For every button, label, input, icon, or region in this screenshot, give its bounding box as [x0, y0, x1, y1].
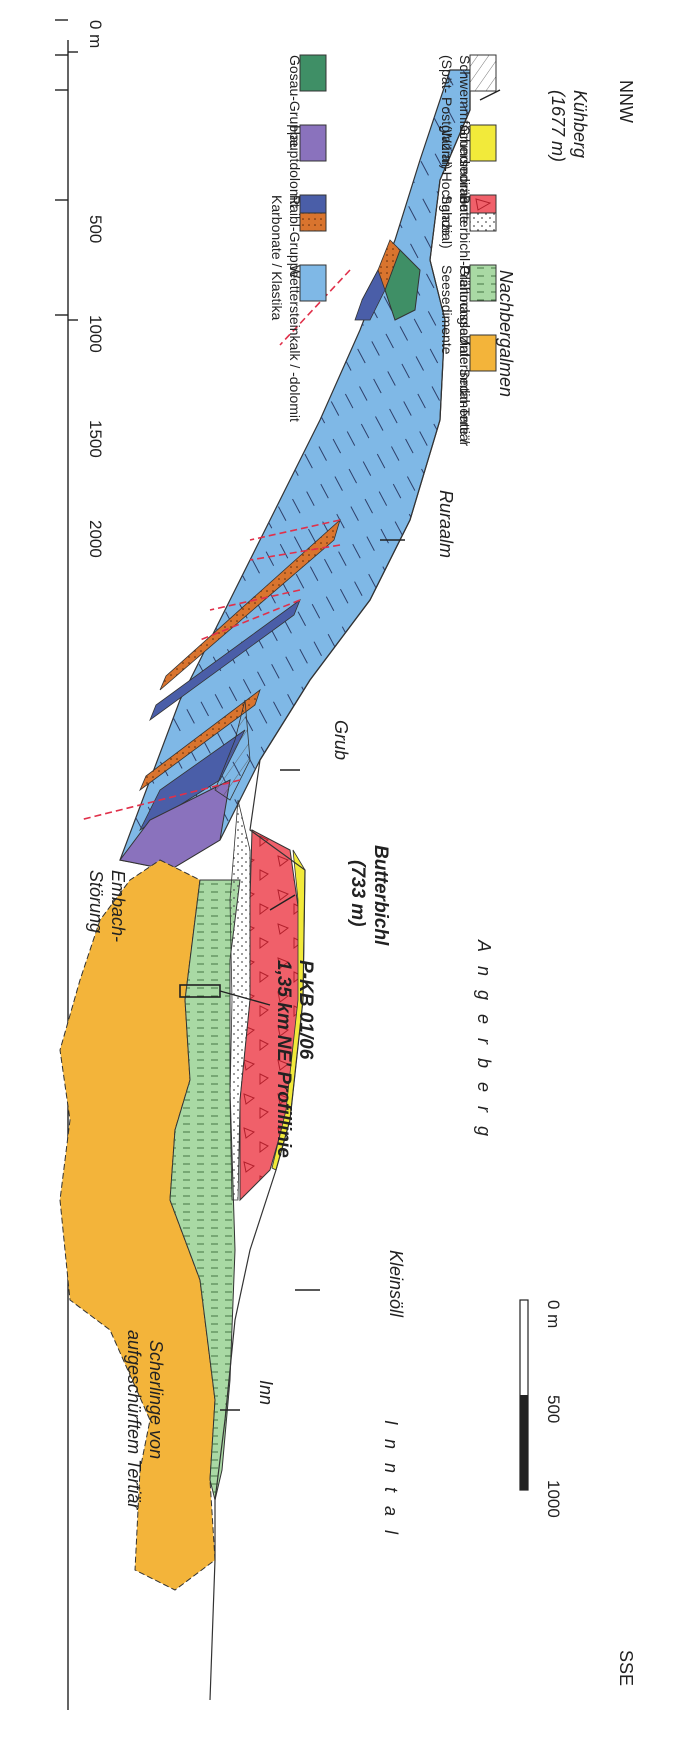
tick-label-1500: 1500 — [86, 420, 105, 458]
legend-label-praehoch-1: Seesedimente — [439, 265, 455, 355]
label-inntal: Inntal — [381, 1420, 401, 1548]
tick-label-500: 500 — [86, 215, 105, 243]
legend-item-wetterstein: Wettersteinkalk / -dolomit — [287, 265, 326, 422]
label-kuhberg: Kühberg — [570, 90, 590, 158]
label-borehole-2: 1,35 km NE' Profillinie — [273, 960, 294, 1158]
label-kuhberg-elev: (1677 m) — [548, 90, 568, 162]
legend-label-wetterstein-0: Wettersteinkalk / -dolomit — [287, 265, 303, 422]
label-ruraalm: Ruraalm — [436, 490, 456, 558]
tick-label-1000: 1000 — [86, 315, 105, 353]
label-nachbergalmen: Nachbergalmen — [496, 270, 516, 397]
label-kleinsoll: Kleinsöll — [386, 1250, 406, 1318]
label-embach-2: Störung — [86, 870, 106, 933]
legend-label-butterbichl-1: Sande — [439, 195, 455, 236]
legend-item-tertiaer: Unterinntal-Tertiär — [457, 335, 496, 447]
label-butterbichl: Butterbichl — [370, 845, 391, 946]
tick-label-2000: 2000 — [86, 520, 105, 558]
label-scherlinge-1: Scherlinge von — [146, 1340, 166, 1459]
orientation-left: NNW — [616, 80, 636, 123]
label-embach-1: Embach- — [108, 870, 128, 942]
label-scherlinge-2: aufgeschürftem Tertiär — [124, 1330, 144, 1510]
tick-label-0: 0 m — [86, 20, 105, 48]
label-inn: Inn — [256, 1380, 276, 1405]
orientation-right: SSE — [616, 1650, 636, 1686]
elevation-axis: 0 m 500 1000 1500 2000 — [55, 20, 105, 1710]
scale-label-500: 500 — [544, 1395, 563, 1423]
label-butterbichl-elev: (733 m) — [347, 860, 368, 927]
label-angerberg: Angerberg — [474, 939, 494, 1150]
legend-label-tertiaer-0: Unterinntal-Tertiär — [457, 335, 473, 447]
scale-label-1000: 1000 — [544, 1480, 563, 1518]
label-borehole-1: P-KB 01/06 — [295, 960, 316, 1060]
label-grub: Grub — [331, 720, 351, 760]
scale-bar: 0 m 500 1000 — [520, 1300, 563, 1518]
scale-label-0: 0 m — [544, 1300, 563, 1328]
legend-label-raibl-1: Karbonate / Klastika — [269, 195, 285, 321]
